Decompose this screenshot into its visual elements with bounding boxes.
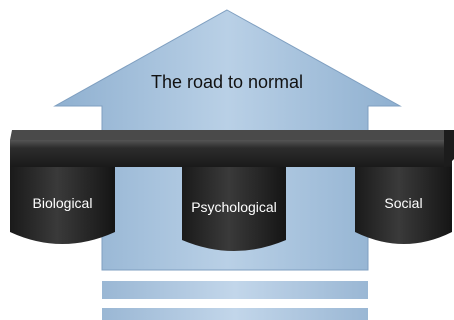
road-step (102, 281, 368, 299)
pillar-biological (10, 158, 115, 244)
diagram-title: The road to normal (150, 72, 304, 92)
pillar-label-biological: Biological (32, 195, 93, 211)
beam (10, 130, 454, 167)
pillar-label-psychological: Psychological (191, 199, 277, 215)
pillar-label-social: Social (384, 195, 423, 211)
pillar-psychological (182, 158, 286, 251)
pillar-social (355, 158, 452, 244)
road-step (102, 308, 368, 320)
